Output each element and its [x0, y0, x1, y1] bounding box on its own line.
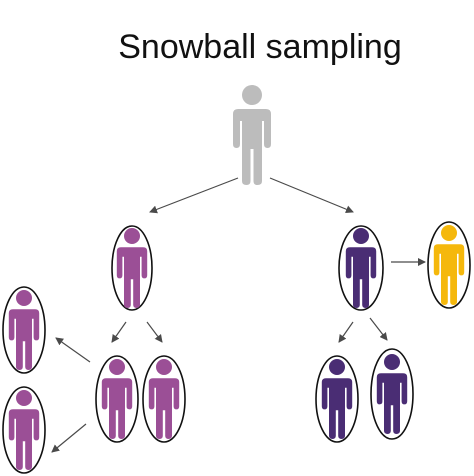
node-right-child-a	[315, 355, 359, 443]
arrow-root-to-right-seed	[269, 177, 354, 214]
node-left-child-b	[142, 355, 186, 443]
node-far-left-top	[2, 286, 46, 374]
ellipse-left-child-a	[95, 355, 139, 443]
ellipse-gold-referral	[427, 221, 471, 309]
ellipse-far-left-top	[2, 286, 46, 374]
person-icon-root	[233, 85, 271, 185]
arrow-left-seed-to-left-child-b	[146, 321, 163, 343]
ellipse-right-seed	[338, 225, 384, 311]
person-icon-gold-referral	[433, 225, 465, 305]
person-icon-left-seed	[116, 228, 148, 308]
node-far-left-bottom	[2, 386, 46, 474]
ellipse-right-child-b	[370, 348, 414, 440]
arrow-root-to-left-seed	[149, 177, 239, 214]
edges-layer	[51, 177, 426, 453]
arrow-left-child-a-to-far-left-bottom	[51, 423, 87, 453]
node-right-seed	[338, 225, 384, 311]
ellipse-left-seed	[111, 225, 153, 311]
person-icon-left-child-b	[148, 359, 180, 439]
ellipse-far-left-bottom	[2, 386, 46, 474]
node-gold-referral	[427, 221, 471, 309]
nodes-layer	[2, 85, 471, 474]
person-icon-far-left-top	[8, 290, 40, 370]
person-icon-far-left-bottom	[8, 390, 40, 470]
arrow-right-seed-to-right-child-a	[338, 321, 354, 343]
node-root	[233, 85, 271, 185]
arrow-left-seed-to-left-child-a	[111, 321, 127, 343]
ellipse-left-child-b	[142, 355, 186, 443]
person-icon-left-child-a	[101, 359, 133, 439]
node-left-child-a	[95, 355, 139, 443]
node-right-child-b	[370, 348, 414, 440]
ellipse-right-child-a	[315, 355, 359, 443]
person-icon-right-seed	[345, 228, 377, 308]
person-icon-right-child-a	[321, 359, 353, 439]
arrow-left-child-a-to-far-left-top	[55, 337, 91, 363]
person-icon-right-child-b	[376, 354, 408, 434]
arrow-right-seed-to-right-child-b	[369, 317, 388, 341]
diagram-title: Snowball sampling	[118, 28, 402, 66]
node-left-seed	[111, 225, 153, 311]
